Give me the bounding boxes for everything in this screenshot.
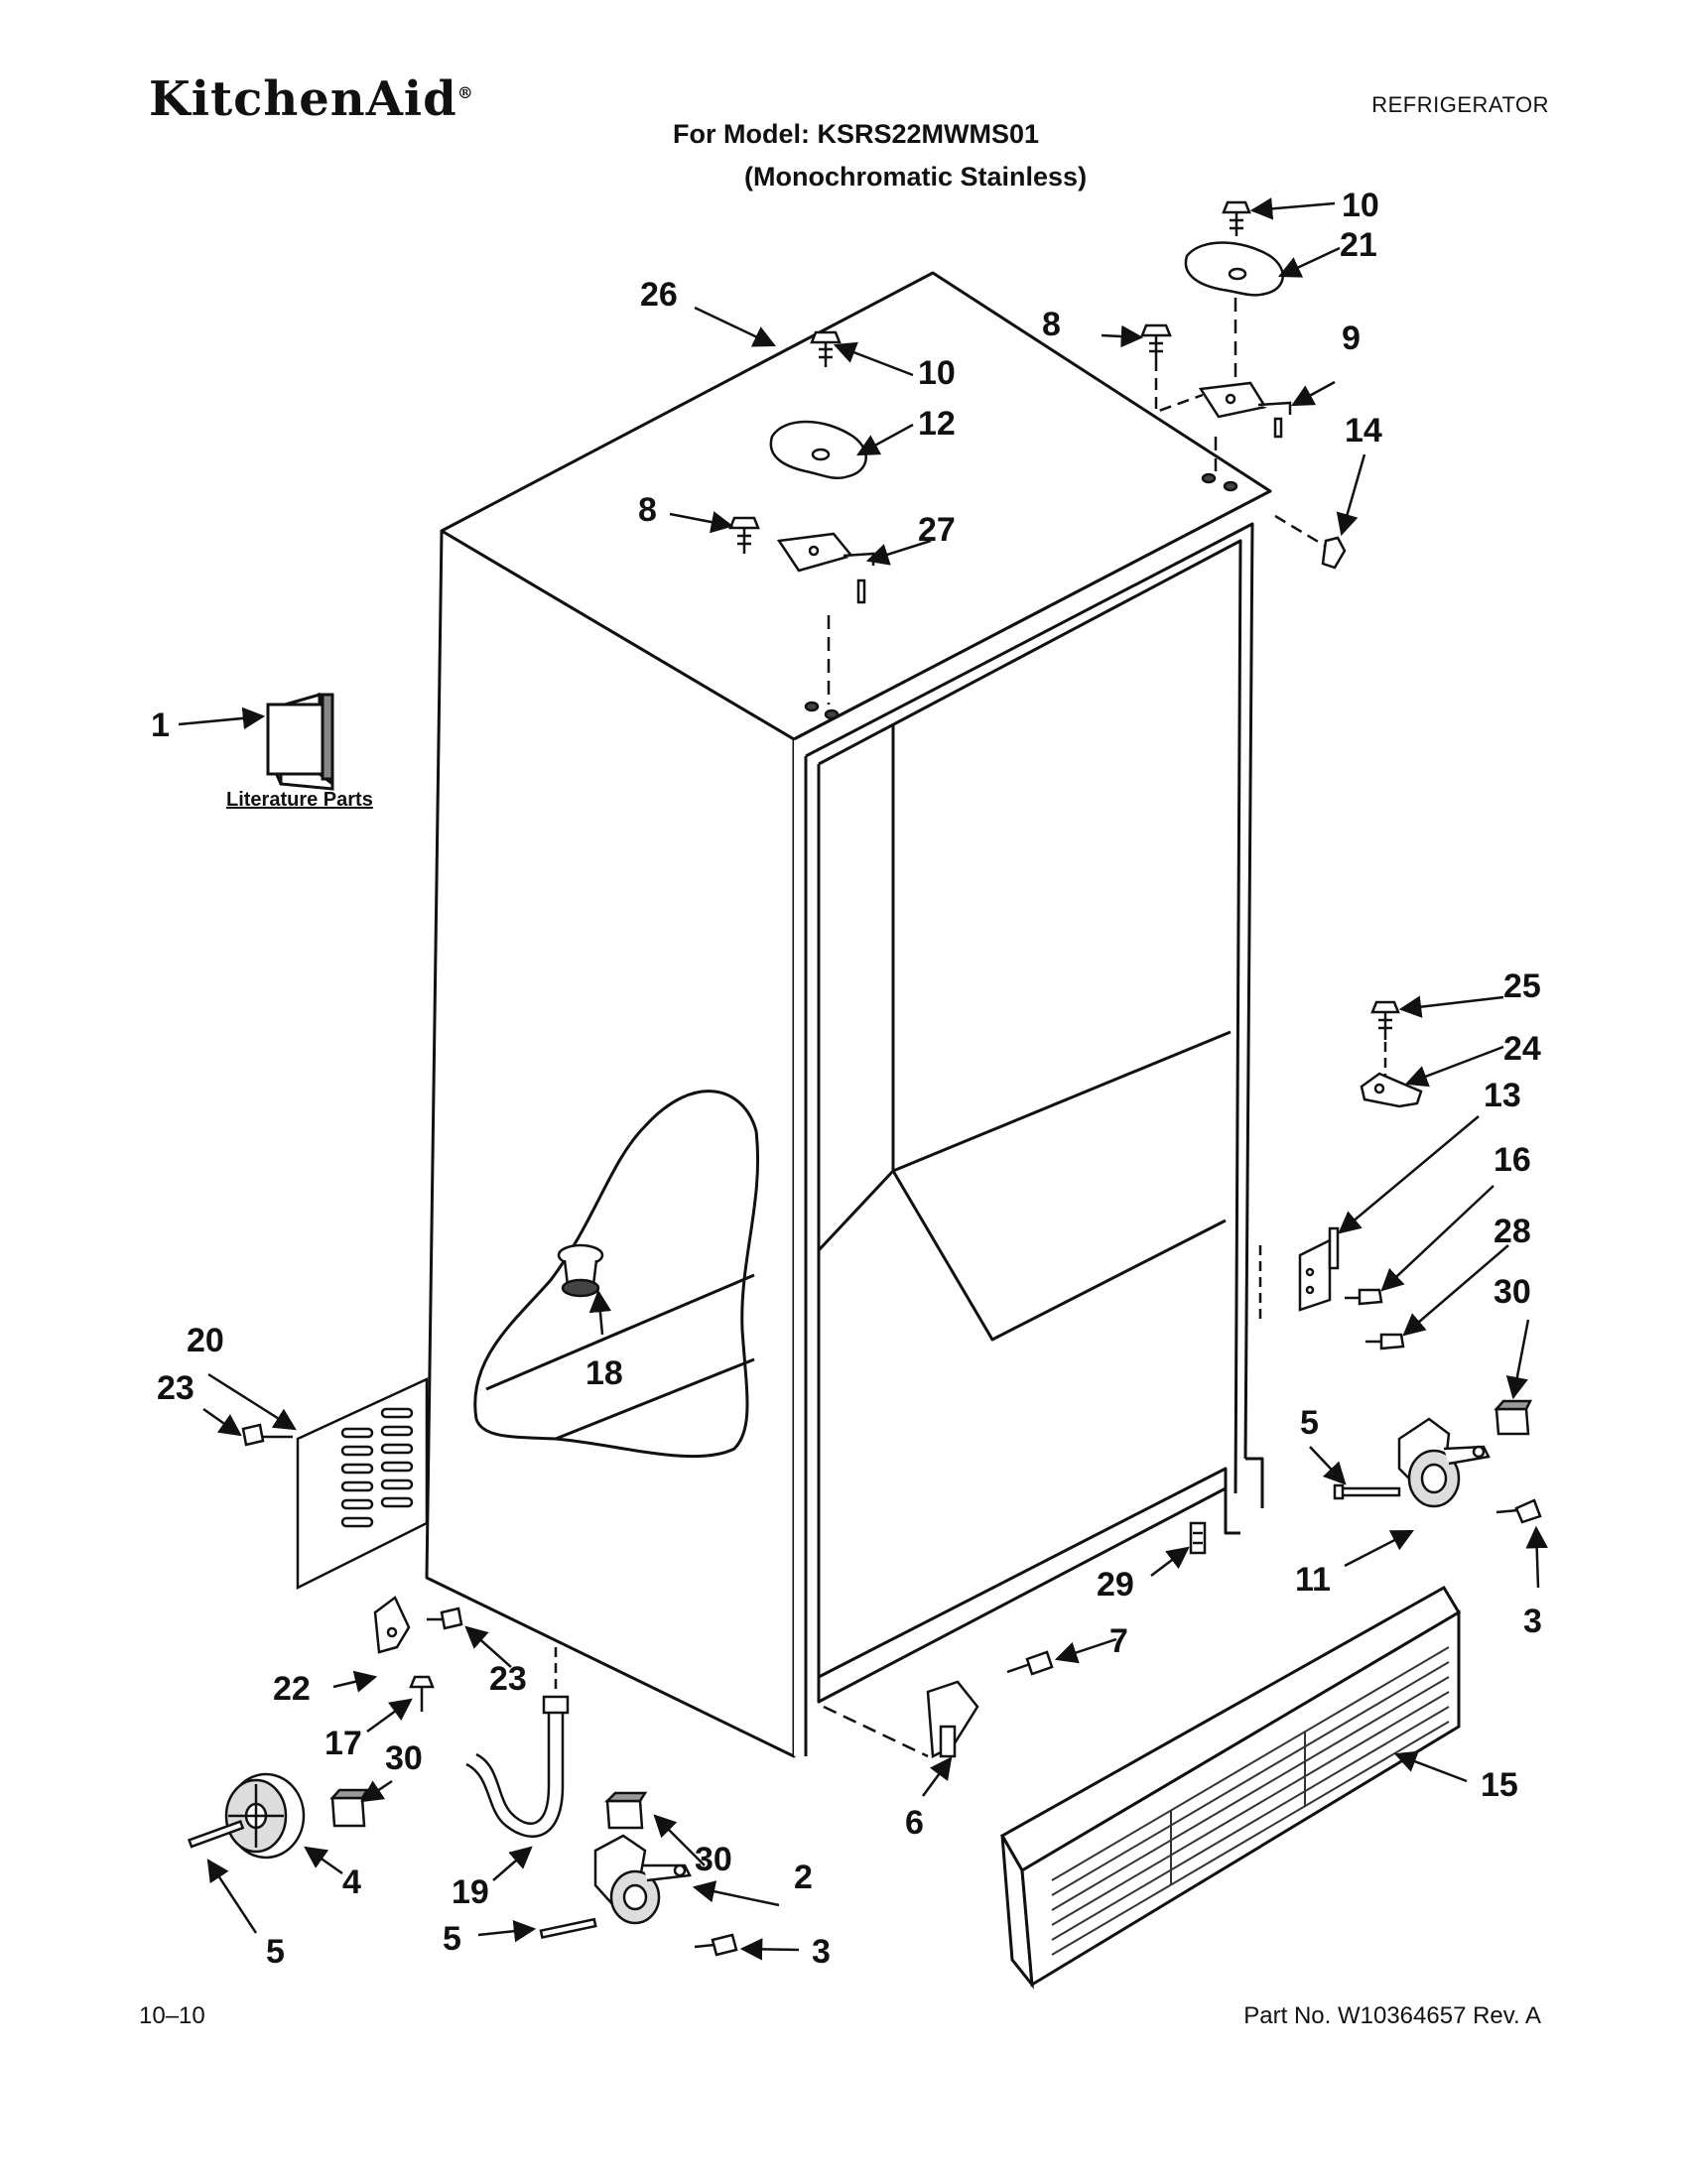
drain-hose-19 xyxy=(465,1647,570,1838)
callout-23: 23 xyxy=(489,1660,527,1698)
callout-19: 19 xyxy=(452,1873,489,1911)
base-grille-15 xyxy=(999,1585,1462,1990)
revision-date: 10–10 xyxy=(139,2002,205,2029)
model-finish: (Monochromatic Stainless) xyxy=(744,162,1088,192)
callout-1: 1 xyxy=(151,707,170,744)
callout-8: 8 xyxy=(1042,306,1061,343)
callout-18: 18 xyxy=(585,1354,623,1392)
refrigerator-cabinet xyxy=(425,271,1272,1758)
callout-21: 21 xyxy=(1340,226,1377,264)
callout-10: 10 xyxy=(918,354,956,392)
callout-30: 30 xyxy=(1493,1273,1531,1311)
hinge-screw-28 xyxy=(1365,1333,1405,1350)
callout-6: 6 xyxy=(905,1804,924,1842)
bracket-22 xyxy=(373,1596,411,1654)
screw-23-left xyxy=(241,1423,293,1447)
brand-name: KitchenAid xyxy=(149,71,457,127)
callout-27: 27 xyxy=(918,511,956,549)
screw-3-bottom xyxy=(694,1933,738,1957)
literature-parts-label: Literature Parts xyxy=(226,789,373,811)
pad-30-right xyxy=(1493,1399,1533,1436)
roller-pin-5-bottom xyxy=(539,1917,597,1940)
screw-17 xyxy=(409,1675,435,1712)
callout-24: 24 xyxy=(1503,1030,1541,1068)
top-hinge-left xyxy=(776,532,875,720)
callout-5: 5 xyxy=(1300,1404,1319,1442)
top-hinge-right xyxy=(1198,298,1292,492)
compressor-cover-20 xyxy=(296,1377,429,1591)
brand-logo: KitchenAid® xyxy=(149,71,474,127)
pad-30-left xyxy=(329,1788,370,1828)
callout-30: 30 xyxy=(385,1739,423,1777)
callout-4: 4 xyxy=(342,1863,361,1901)
product-category: REFRIGERATOR xyxy=(1371,92,1549,117)
hinge-screw-10-right xyxy=(1222,200,1251,236)
water-valve-grommet xyxy=(557,1243,604,1298)
callout-14: 14 xyxy=(1345,412,1382,450)
pad-30-bottom xyxy=(603,1791,648,1830)
callout-30: 30 xyxy=(695,1841,732,1878)
callout-26: 26 xyxy=(640,276,678,314)
lower-hinge-13 xyxy=(1258,1226,1340,1320)
callout-3: 3 xyxy=(1523,1603,1542,1640)
callout-leaders xyxy=(178,197,1548,1961)
roller-assembly-right xyxy=(1397,1417,1491,1508)
hinge-shim-14 xyxy=(1274,514,1347,570)
callout-15: 15 xyxy=(1481,1766,1518,1804)
hinge-cover-left xyxy=(769,420,867,479)
door-stop-24 xyxy=(1360,1072,1423,1108)
literature-booklet-icon xyxy=(266,692,334,791)
roller-pin-5-left xyxy=(188,1820,245,1849)
grille-bracket-6 xyxy=(823,1680,979,1758)
callout-labels: 1 2 3 3 4 5 5 5 6 7 8 8 9 10 10 11 12 13… xyxy=(151,187,1542,1971)
hinge-screw-10-left xyxy=(810,330,842,367)
callout-23: 23 xyxy=(157,1369,195,1407)
part-number: Part No. W10364657 Rev. A xyxy=(1243,2002,1541,2029)
screw-23-lower xyxy=(427,1606,463,1630)
callout-5: 5 xyxy=(266,1933,285,1971)
callout-25: 25 xyxy=(1503,967,1541,1005)
callout-2: 2 xyxy=(794,1859,813,1896)
callout-29: 29 xyxy=(1097,1566,1134,1604)
callout-16: 16 xyxy=(1493,1141,1531,1179)
bracket-29 xyxy=(1189,1521,1207,1555)
callout-5: 5 xyxy=(443,1920,461,1958)
callout-11: 11 xyxy=(1295,1561,1331,1599)
wheel-4 xyxy=(224,1772,306,1860)
callout-17: 17 xyxy=(325,1725,362,1762)
roller-pin-5-right xyxy=(1333,1483,1401,1500)
callout-9: 9 xyxy=(1342,320,1361,357)
callout-10: 10 xyxy=(1342,187,1379,224)
screw-7 xyxy=(1006,1650,1054,1676)
screw-3-right xyxy=(1495,1498,1542,1524)
callout-22: 22 xyxy=(273,1670,311,1708)
door-stop-screw-25 xyxy=(1370,1000,1400,1077)
callout-13: 13 xyxy=(1484,1077,1521,1114)
callout-3: 3 xyxy=(812,1933,831,1971)
hinge-screw-16 xyxy=(1345,1288,1383,1306)
callout-28: 28 xyxy=(1493,1213,1531,1250)
cutaway-view xyxy=(473,1090,760,1459)
callout-12: 12 xyxy=(918,405,956,443)
callout-7: 7 xyxy=(1109,1622,1128,1660)
model-number: For Model: KSRS22MWMS01 xyxy=(673,119,1040,149)
callout-8: 8 xyxy=(638,491,657,529)
callout-20: 20 xyxy=(187,1322,224,1359)
registered-mark: ® xyxy=(456,83,474,102)
roller-assembly-bottom xyxy=(593,1834,692,1925)
hinge-cover-right xyxy=(1184,241,1284,297)
hinge-screw-8-right xyxy=(1140,323,1204,414)
